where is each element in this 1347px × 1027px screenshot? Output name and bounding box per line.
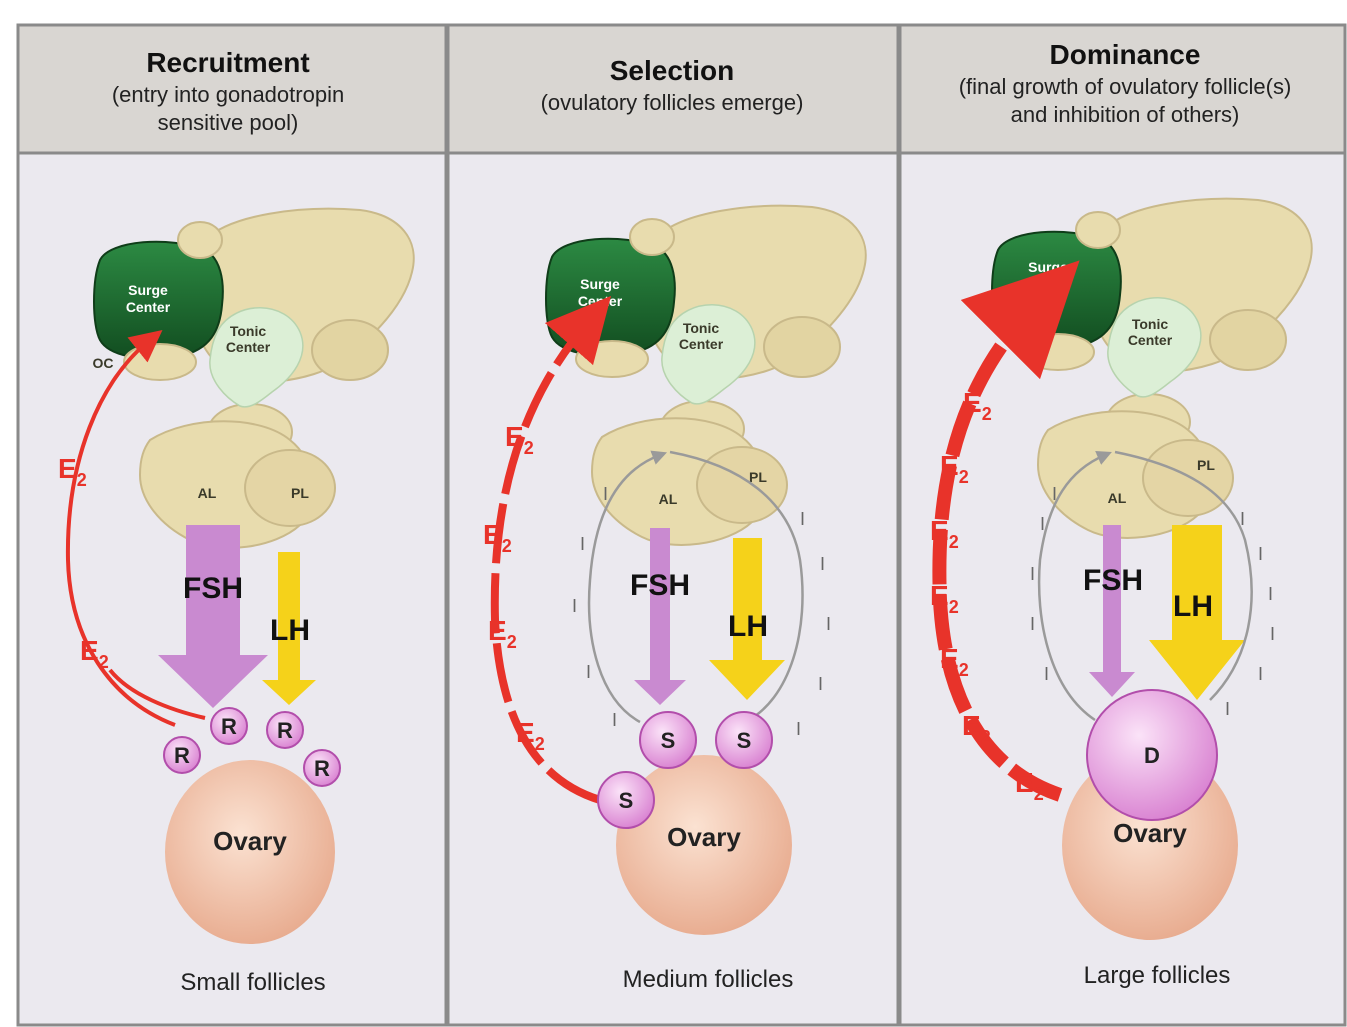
oc-label: OC — [93, 355, 114, 371]
tonic-center-label: Tonic — [230, 323, 267, 339]
tonic-center-label: Center — [679, 336, 724, 352]
panel-title: Recruitment — [146, 47, 309, 78]
follicle-label: D — [1144, 743, 1160, 768]
inhibit-mark: I — [818, 674, 823, 694]
surge-center-label: Center — [126, 299, 171, 315]
panel-subtitle: sensitive pool) — [158, 110, 299, 135]
tonic-center-label: Center — [226, 339, 271, 355]
panel-subtitle: (entry into gonadotropin — [112, 82, 344, 107]
fsh-label: FSH — [183, 572, 243, 605]
inhibit-mark: I — [796, 719, 801, 739]
fsh-label: FSH — [1083, 564, 1143, 597]
tonic-center-label: Tonic — [1132, 316, 1169, 332]
inhibit-mark: I — [826, 614, 831, 634]
surge-center-label: Surge — [128, 282, 168, 298]
inhibit-mark: I — [1040, 514, 1045, 534]
al-label: AL — [1108, 490, 1127, 506]
inhibit-mark: I — [612, 710, 617, 730]
follicle-label: R — [174, 743, 190, 768]
panel-subtitle: and inhibition of others) — [1011, 102, 1240, 127]
surge-center-label: Surge — [580, 276, 620, 292]
follicle-label: S — [619, 788, 634, 813]
follicle-label: S — [661, 728, 676, 753]
inhibit-mark: I — [1268, 584, 1273, 604]
tonic-center-label: Center — [1128, 332, 1173, 348]
ovary-label: Ovary — [1113, 818, 1187, 848]
inhibit-mark: I — [1225, 699, 1230, 719]
inhibit-mark: I — [603, 484, 608, 504]
panel-footer: Medium follicles — [623, 966, 794, 993]
follicle-label: S — [737, 728, 752, 753]
inhibit-mark: I — [1030, 614, 1035, 634]
panel-subtitle: (ovulatory follicles emerge) — [541, 90, 804, 115]
surge-center-label: Surge — [1028, 259, 1068, 275]
inhibit-mark: I — [580, 534, 585, 554]
panel-footer: Large follicles — [1084, 962, 1231, 989]
surge-center-label: Center — [578, 293, 623, 309]
panel-title: Selection — [610, 55, 734, 86]
inhibit-mark: I — [1270, 624, 1275, 644]
inhibit-mark: I — [572, 596, 577, 616]
follicle-label: R — [221, 714, 237, 739]
ovary-label: Ovary — [213, 826, 287, 856]
follicle-label: R — [314, 756, 330, 781]
tonic-center-label: Tonic — [683, 320, 720, 336]
lh-label: LH — [270, 614, 310, 647]
inhibit-mark: I — [1030, 564, 1035, 584]
inhibit-mark: I — [1052, 484, 1057, 504]
follicle-label: R — [277, 718, 293, 743]
surge-center-label: Center — [1026, 276, 1071, 292]
inhibit-mark: I — [1240, 509, 1245, 529]
inhibit-mark: I — [1258, 544, 1263, 564]
inhibit-mark: I — [586, 662, 591, 682]
panel-title: Dominance — [1050, 39, 1201, 70]
panel-subtitle: (final growth of ovulatory follicle(s) — [959, 74, 1292, 99]
inhibit-mark: I — [820, 554, 825, 574]
lh-label: LH — [728, 610, 768, 643]
inhibit-mark: I — [1258, 664, 1263, 684]
ovary-label: Ovary — [667, 822, 741, 852]
al-label: AL — [198, 485, 217, 501]
al-label: AL — [659, 491, 678, 507]
pl-label: PL — [291, 485, 309, 501]
fsh-label: FSH — [630, 569, 690, 602]
inhibit-mark: I — [800, 509, 805, 529]
inhibit-mark: I — [1044, 664, 1049, 684]
panel-footer: Small follicles — [180, 969, 325, 996]
lh-label: LH — [1173, 590, 1213, 623]
pl-label: PL — [1197, 457, 1215, 473]
